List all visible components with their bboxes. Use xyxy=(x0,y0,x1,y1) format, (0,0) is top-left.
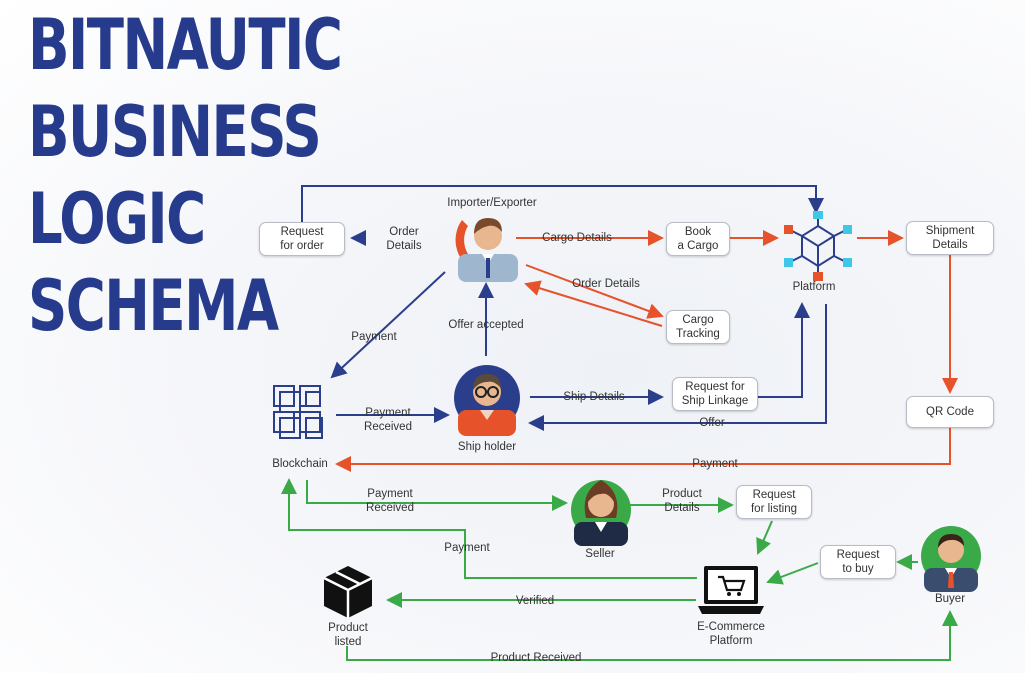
edge-label-order-details-2: Order Details xyxy=(572,278,640,290)
link-listing-to-ecommerce xyxy=(756,520,773,555)
title-line-2: BUSINESS xyxy=(28,91,322,173)
label-buyer: Buyer xyxy=(934,593,966,605)
box-request-for-listing: Request for listing xyxy=(736,485,812,519)
link-tracking xyxy=(524,280,663,327)
box-qr-code: QR Code xyxy=(906,396,994,428)
edge-label-payment-received-1: Payment Received xyxy=(364,407,412,433)
edge-label-offer-accepted: Offer accepted xyxy=(448,319,524,331)
edge-label-offer: Offer xyxy=(699,417,725,429)
blockchain-icon xyxy=(273,385,323,439)
importer-exporter-icon xyxy=(455,218,518,282)
link-request-to-ecommerce xyxy=(766,562,819,585)
platform-icon xyxy=(784,211,852,281)
box-request-for-ship-linkage: Request for Ship Linkage xyxy=(672,377,758,411)
link-order-details xyxy=(525,264,664,319)
title-line-4: SCHEMA xyxy=(28,265,279,347)
link-product-received xyxy=(346,610,958,661)
link-qr-to-blockchain xyxy=(335,428,951,472)
link-offer xyxy=(528,304,827,431)
box-request-for-order: Request for order xyxy=(259,222,345,256)
ecommerce-laptop-icon xyxy=(698,566,764,614)
product-box-icon xyxy=(323,566,373,618)
label-platform: Platform xyxy=(792,281,836,293)
title-line-3: LOGIC xyxy=(28,178,206,260)
edge-label-payment-2: Payment xyxy=(692,458,738,470)
edge-label-verified: Verified xyxy=(515,595,555,607)
link-linkage-to-platform xyxy=(757,302,810,398)
title-line-1: BITNAUTIC xyxy=(28,4,343,86)
edge-label-ship-details: Ship Details xyxy=(563,391,625,403)
edge-label-payment-received-2: Payment Received xyxy=(366,488,414,514)
box-book-a-cargo: Book a Cargo xyxy=(666,222,730,256)
label-ship-holder: Ship holder xyxy=(457,441,517,453)
link-payment-received-2 xyxy=(306,480,568,511)
page-title: BITNAUTIC BUSINESS LOGIC SCHEMA xyxy=(28,2,343,350)
label-product-listed: Product listed xyxy=(328,622,368,648)
seller-icon xyxy=(571,480,631,546)
edge-label-product-received: Product Received xyxy=(490,652,582,664)
buyer-icon xyxy=(921,526,981,592)
link-payment-3 xyxy=(281,478,697,579)
box-shipment-details: Shipment Details xyxy=(906,221,994,255)
label-ecommerce-platform: E-Commerce Platform xyxy=(697,621,765,647)
link-order-to-platform xyxy=(301,185,824,222)
edge-label-order-details-1: Order Details xyxy=(386,226,422,252)
edge-label-payment-1: Payment xyxy=(351,331,397,343)
box-request-to-buy: Request to buy xyxy=(820,545,896,579)
box-cargo-tracking: Cargo Tracking xyxy=(666,310,730,344)
label-importer-exporter: Importer/Exporter xyxy=(447,197,537,209)
edge-label-payment-3: Payment xyxy=(444,542,490,554)
label-blockchain: Blockchain xyxy=(272,458,328,470)
edge-label-cargo-details: Cargo Details xyxy=(542,232,612,244)
ship-holder-icon xyxy=(454,365,520,436)
edge-label-product-details: Product Details xyxy=(662,488,702,514)
link-payment-to-blockchain xyxy=(330,271,446,379)
label-seller: Seller xyxy=(585,548,615,560)
